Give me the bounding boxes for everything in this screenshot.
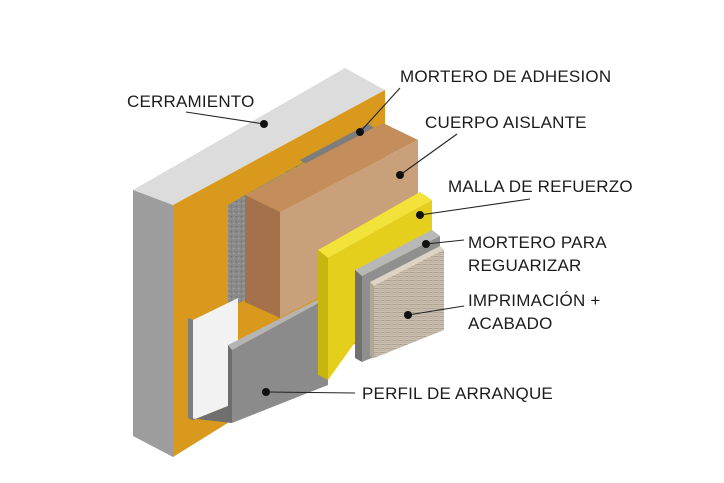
label-malla-refuerzo: MALLA DE REFUERZO <box>448 177 633 196</box>
label-cuerpo-aislante: CUERPO AISLANTE <box>425 113 587 132</box>
leader-dot-malla-refuerzo <box>416 211 424 219</box>
regularizing-mortar-left <box>355 270 362 362</box>
leader-dot-cerramiento <box>260 120 268 128</box>
labels: CERRAMIENTO MORTERO DE ADHESION CUERPO A… <box>127 67 633 403</box>
adhesive-mortar-face <box>228 195 245 308</box>
leader-dot-cuerpo-aislante <box>396 171 404 179</box>
leader-cerramiento <box>185 111 265 125</box>
leader-dot-mortero-adhesion <box>356 128 364 136</box>
label-imprimacion-line1: IMPRIMACIÓN + <box>468 291 600 310</box>
leader-mortero-regularizar <box>425 239 465 245</box>
profile-bottom <box>188 402 238 423</box>
profile-inner-back <box>193 298 238 420</box>
profile-top-edge <box>228 296 328 350</box>
leader-dot-imprimacion <box>404 311 412 319</box>
label-mortero-adhesion: MORTERO DE ADHESION <box>400 67 611 86</box>
mesh-top <box>318 192 432 258</box>
leader-lines <box>185 87 531 396</box>
finish-front <box>374 250 444 358</box>
label-cerramiento: CERRAMIENTO <box>127 92 255 111</box>
label-imprimacion-line2: ACABADO <box>468 314 553 333</box>
insulation-left <box>245 195 280 318</box>
finish-left <box>370 282 374 358</box>
regularizing-mortar-top <box>355 230 440 276</box>
insulation-body <box>245 123 418 318</box>
leader-cuerpo-aislante <box>399 133 458 176</box>
starter-profile-front <box>228 296 328 423</box>
starter-profile <box>188 298 238 423</box>
adhesive-mortar-layer <box>228 122 378 308</box>
leader-malla-refuerzo <box>419 198 531 216</box>
profile-back-lip <box>188 318 193 420</box>
primer-finish <box>370 246 444 358</box>
label-mortero-regularizar-line2: REGUARIZAR <box>468 256 581 275</box>
leader-mortero-adhesion <box>359 87 401 133</box>
wall-left-side <box>133 190 173 457</box>
profile-left-face <box>228 345 232 423</box>
wall-top-face <box>133 68 385 205</box>
mesh-left <box>318 250 328 380</box>
leader-imprimacion <box>407 305 465 316</box>
insulation-front <box>280 140 418 318</box>
label-mortero-regularizar-line1: MORTERO PARA <box>468 233 607 252</box>
leader-dot-mortero-regularizar <box>422 240 430 248</box>
label-perfil-arranque: PERFIL DE ARRANQUE <box>362 384 553 403</box>
leader-dot-perfil-arranque <box>262 388 270 396</box>
profile-front-face <box>232 298 328 423</box>
finish-top <box>370 246 444 286</box>
leader-perfil-arranque <box>265 391 356 394</box>
insulation-top <box>245 123 418 212</box>
